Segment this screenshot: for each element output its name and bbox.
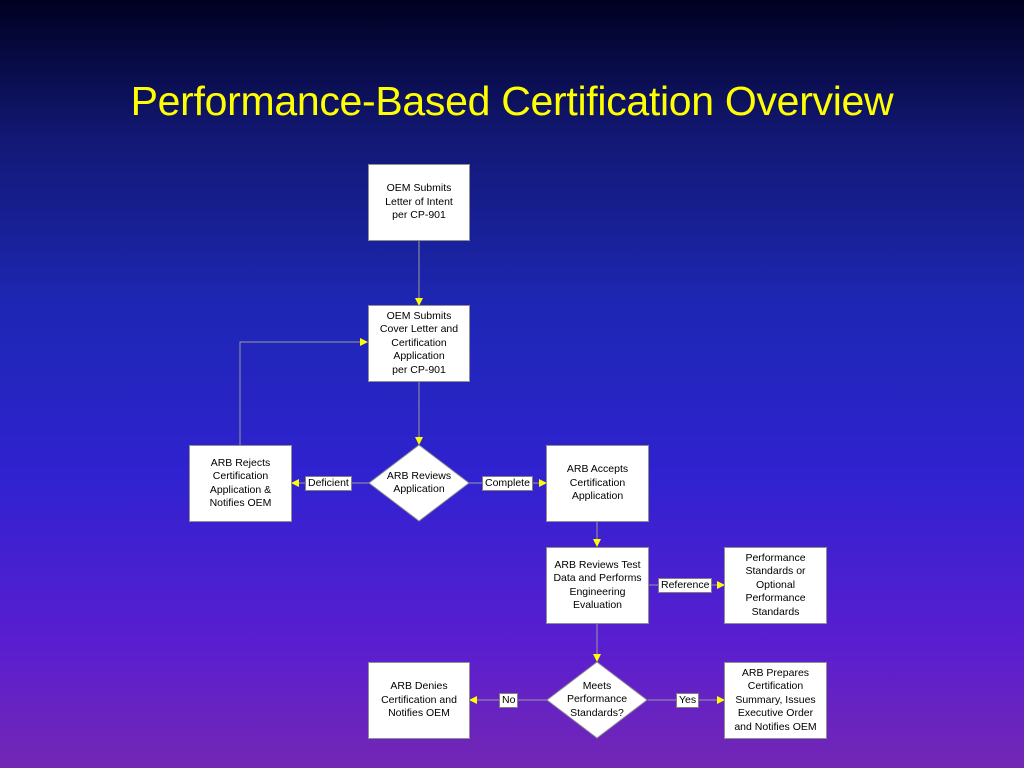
node-arb-prepares: ARB Prepares Certification Summary, Issu… (724, 662, 827, 739)
node-arb-rejects-text: ARB Rejects Certification Application & … (209, 456, 272, 510)
connector-rejects-to-application (239, 338, 368, 445)
decision-arb-reviews-application-text: ARB Reviews Application (386, 469, 452, 496)
node-arb-reviews-test-data: ARB Reviews Test Data and Performs Engin… (546, 547, 649, 624)
page-title: Performance-Based Certification Overview (130, 78, 894, 124)
label-deficient: Deficient (305, 476, 352, 491)
decision-meets-standards: Meets Performance Standards? (547, 662, 647, 738)
label-reference: Reference (658, 578, 713, 593)
decision-meets-standards-text: Meets Performance Standards? (566, 679, 628, 719)
diamond-arb-reviews-application (368, 444, 470, 522)
label-yes: Yes (676, 693, 700, 708)
node-arb-reviews-test-data-text: ARB Reviews Test Data and Performs Engin… (553, 558, 642, 612)
node-arb-denies: ARB Denies Certification and Notifies OE… (368, 662, 470, 739)
node-arb-rejects: ARB Rejects Certification Application & … (189, 445, 292, 522)
node-oem-submits-application: OEM Submits Cover Letter and Certificati… (368, 305, 470, 382)
decision-arb-reviews-application: ARB Reviews Application (369, 445, 469, 521)
node-oem-submits-application-text: OEM Submits Cover Letter and Certificati… (379, 309, 459, 376)
node-performance-standards-text: Performance Standards or Optional Perfor… (745, 551, 806, 618)
node-oem-submits-intent: OEM Submits Letter of Intent per CP-901 (368, 164, 470, 241)
node-oem-submits-intent-text: OEM Submits Letter of Intent per CP-901 (385, 182, 453, 222)
label-no: No (499, 693, 519, 708)
node-arb-denies-text: ARB Denies Certification and Notifies OE… (381, 680, 457, 720)
node-arb-accepts: ARB Accepts Certification Application (546, 445, 649, 522)
node-arb-accepts-text: ARB Accepts Certification Application (566, 463, 629, 503)
diamond-meets-standards (546, 661, 648, 739)
label-complete: Complete (482, 476, 533, 491)
node-performance-standards: Performance Standards or Optional Perfor… (724, 547, 827, 624)
node-arb-prepares-text: ARB Prepares Certification Summary, Issu… (734, 666, 817, 733)
